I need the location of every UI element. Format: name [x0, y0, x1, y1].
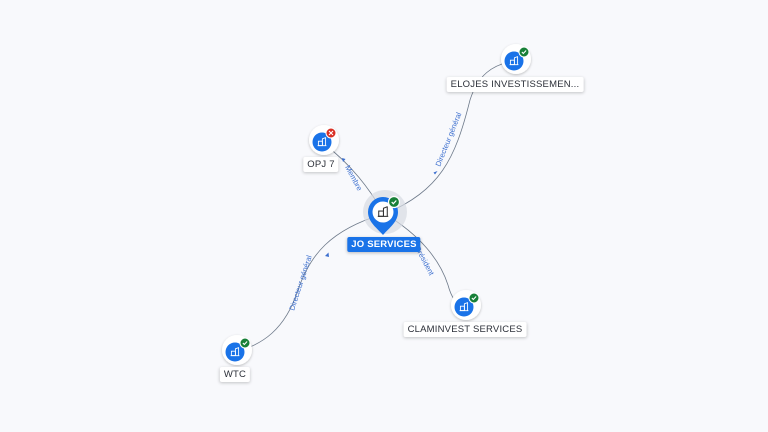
closed-x-icon — [325, 127, 337, 139]
node-label-wtc[interactable]: WTC — [219, 367, 251, 382]
edge-label-jo-elojes: Directeur général — [434, 111, 464, 168]
node-wtc[interactable] — [222, 335, 252, 365]
node-label-jo-services[interactable]: JO SERVICES — [347, 237, 421, 252]
edge-arrow-jo-wtc — [325, 252, 329, 257]
edge-jo-elojes — [384, 60, 514, 215]
active-check-icon — [518, 46, 530, 58]
node-claminvest[interactable] — [451, 290, 481, 320]
edge-arrow-jo-elojes — [433, 171, 438, 175]
active-check-icon — [387, 195, 401, 209]
node-label-claminvest[interactable]: CLAMINVEST SERVICES — [403, 322, 527, 337]
edge-jo-wtc — [234, 213, 384, 353]
edge-arrow-jo-opj7 — [342, 158, 346, 162]
node-jo-services[interactable] — [363, 190, 407, 235]
node-label-elojes[interactable]: ELOJES INVESTISSEMEN... — [446, 77, 584, 92]
node-elojes[interactable] — [501, 44, 531, 74]
node-opj7[interactable] — [309, 125, 339, 155]
node-label-opj7[interactable]: OPJ 7 — [303, 157, 339, 172]
edge-label-jo-wtc: Directeur général — [287, 254, 313, 312]
active-check-icon — [239, 337, 251, 349]
active-check-icon — [468, 292, 480, 304]
edge-label-jo-opj7: Membre — [343, 164, 364, 193]
